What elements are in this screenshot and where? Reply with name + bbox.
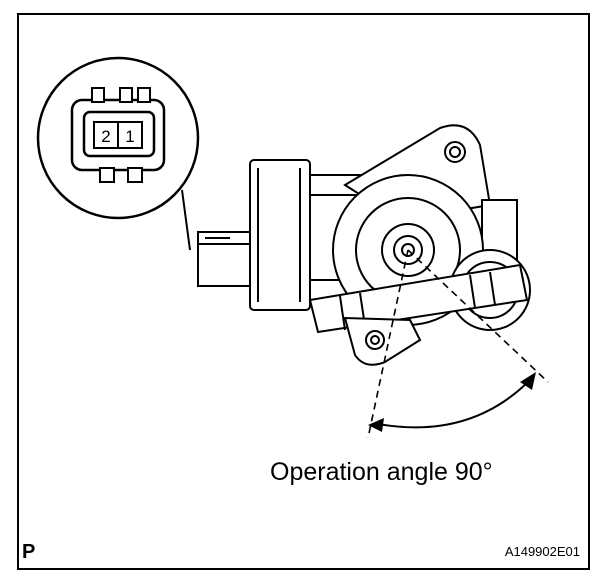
- actuator-body-icon: [197, 124, 531, 366]
- corner-mark: P: [22, 541, 36, 563]
- connector-pin-2: 2: [101, 127, 110, 146]
- figure-id: A149902E01: [504, 544, 580, 559]
- connector-callout: 2 1: [36, 56, 200, 251]
- connector-pin-1: 1: [125, 127, 134, 146]
- angle-arrow-icon: [367, 249, 549, 439]
- figure-border: [17, 13, 590, 570]
- operation-angle-caption: Operation angle 90°: [270, 458, 493, 486]
- connector-icon: 2 1: [70, 87, 166, 183]
